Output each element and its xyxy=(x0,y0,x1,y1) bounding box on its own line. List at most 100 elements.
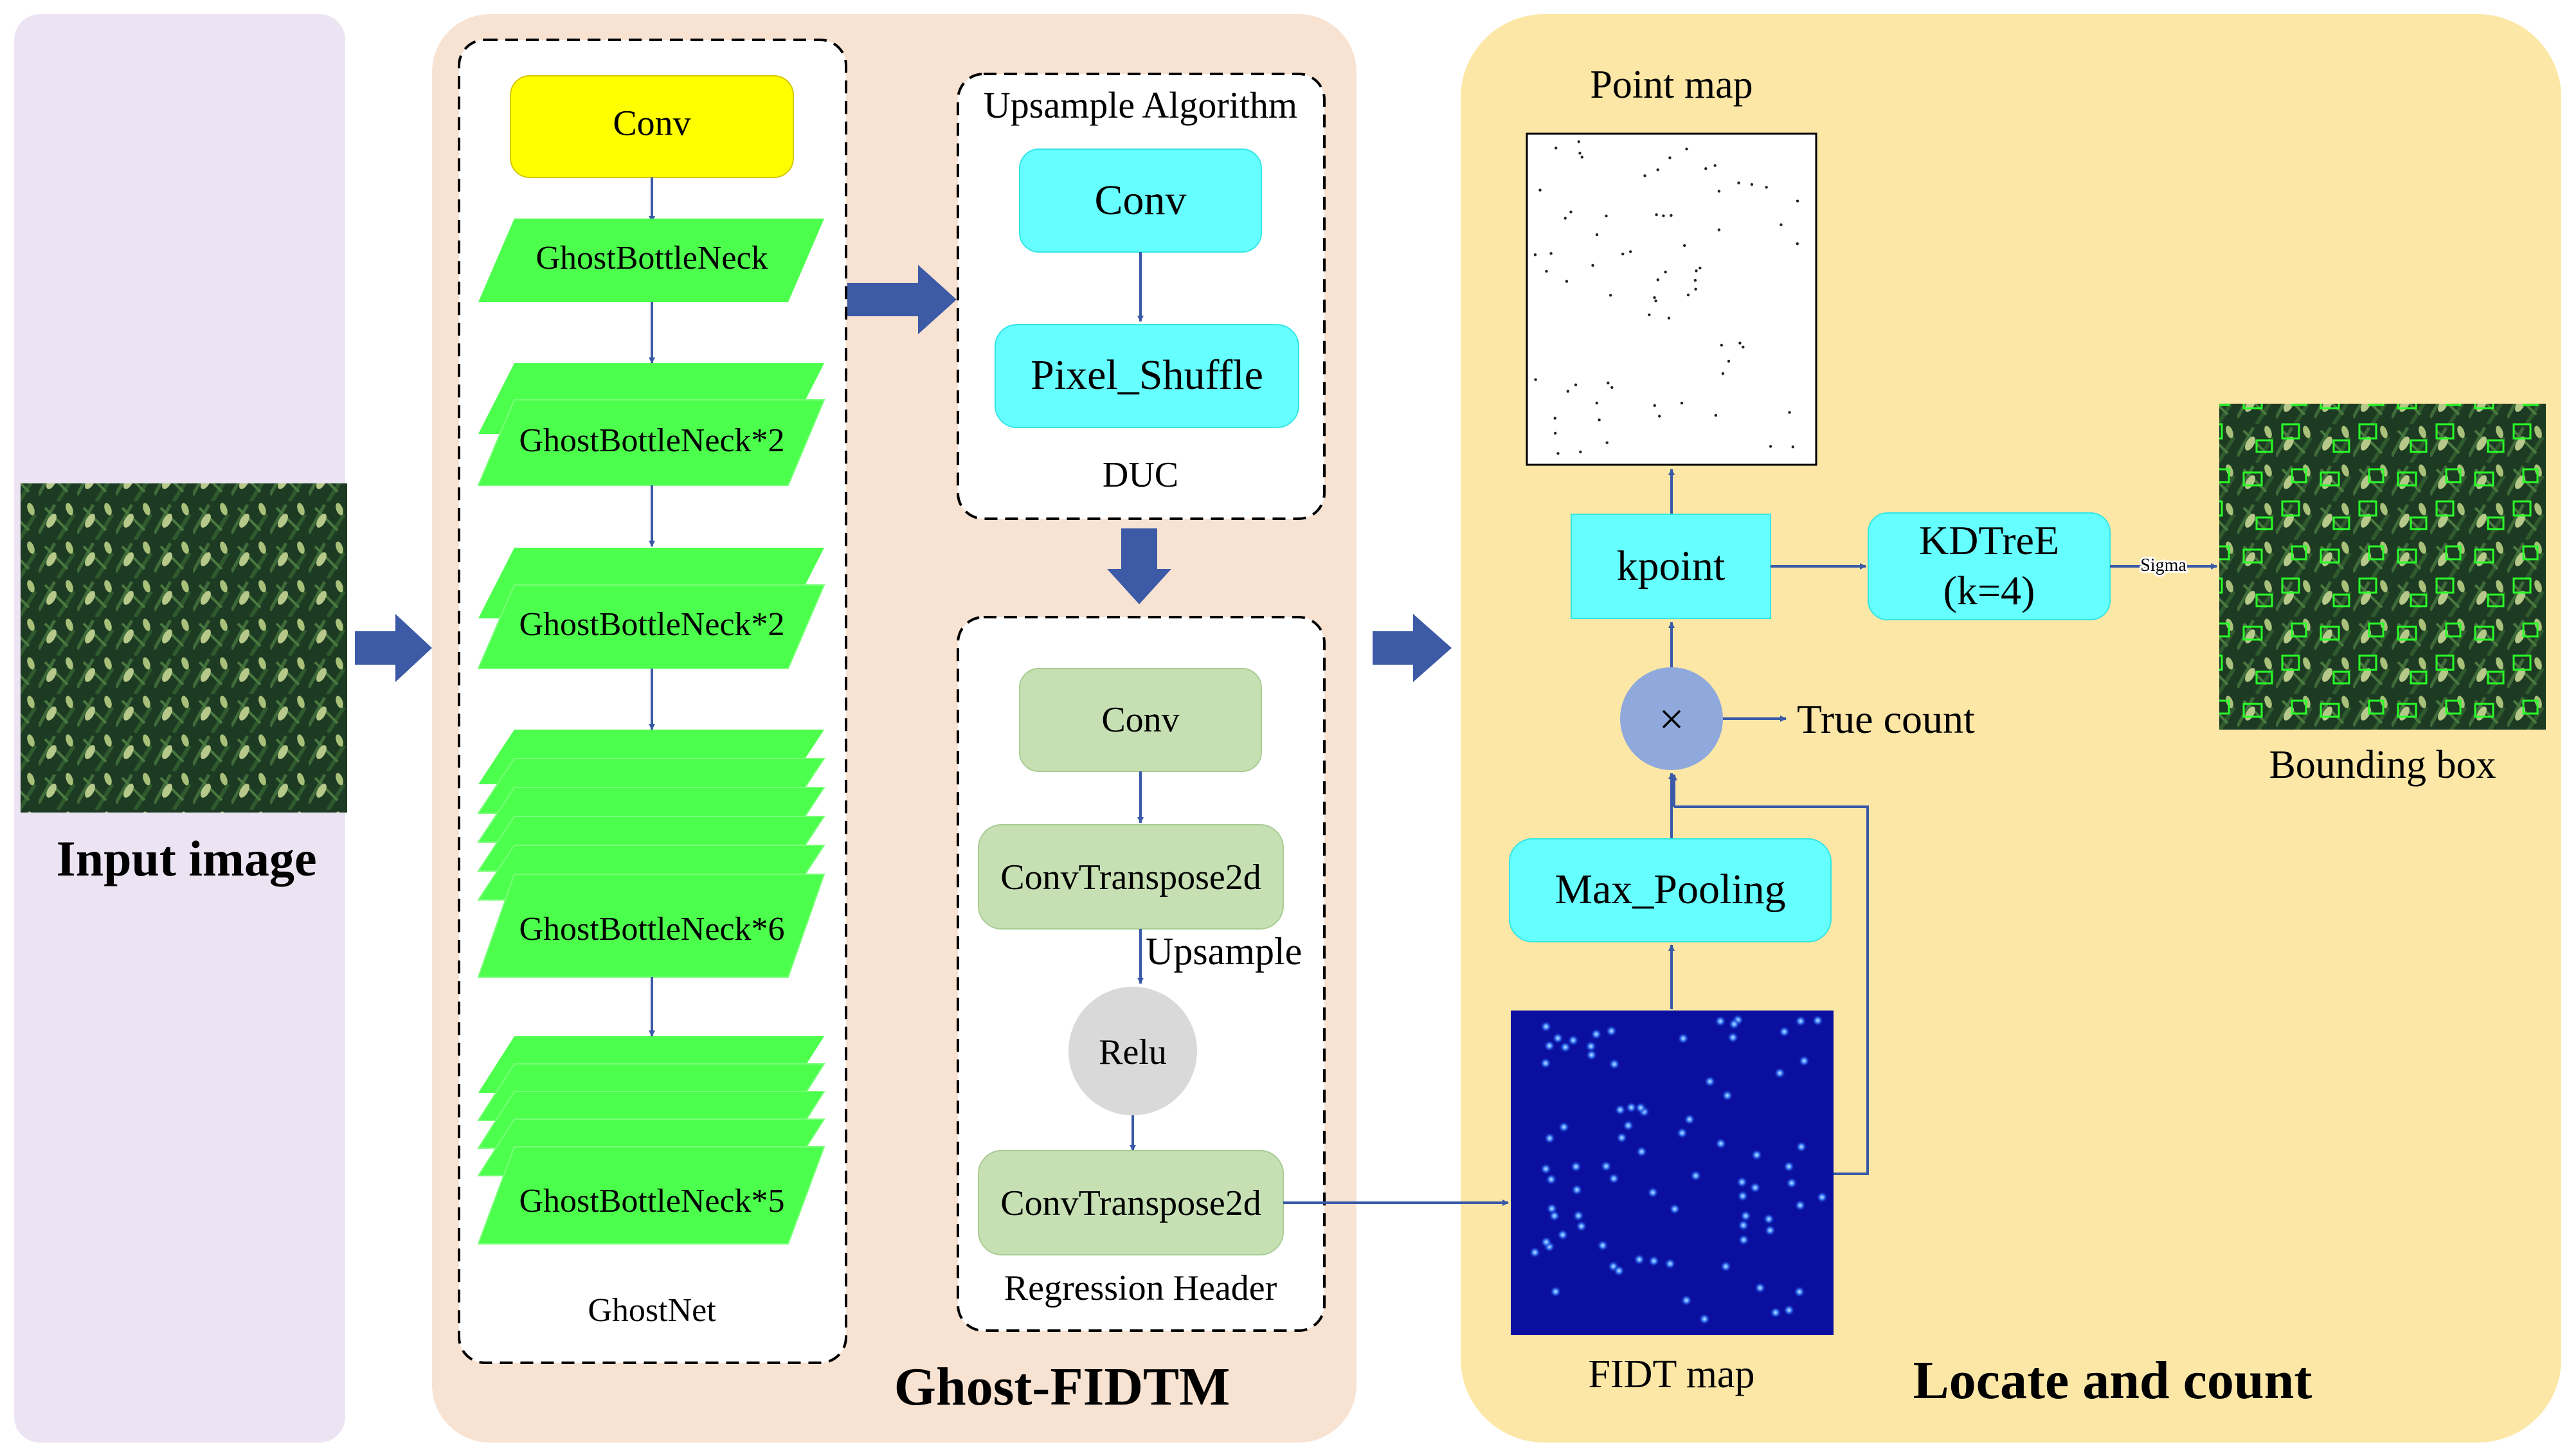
fidt-map-dot xyxy=(1544,1039,1556,1052)
fidt-map-dot xyxy=(1571,1183,1583,1196)
fidt-map-dot xyxy=(1778,1025,1790,1038)
point-map-dot xyxy=(1656,278,1659,282)
point-map-dot xyxy=(1699,266,1702,270)
fidt-map-dot xyxy=(1635,1102,1646,1114)
point-map-dot xyxy=(1578,152,1582,155)
fidt-map-dot xyxy=(1669,1203,1681,1215)
point-map-dot xyxy=(1580,156,1583,159)
sigma-label: Sigma xyxy=(2140,555,2186,575)
ghostnet-conv-label: Conv xyxy=(613,103,690,143)
relu-node xyxy=(1068,987,1197,1115)
point-map-dot xyxy=(1791,445,1794,449)
point-map-dot xyxy=(1653,404,1656,407)
max-pooling-block xyxy=(1509,838,1832,942)
fidt-map-dot xyxy=(1677,1032,1690,1045)
fidt-map-dot xyxy=(1715,1138,1727,1149)
point-map-dot xyxy=(1605,214,1608,218)
wheat-field-image-icon xyxy=(21,483,347,813)
convtranspose-1-block xyxy=(978,824,1284,930)
point-map-dot xyxy=(1605,441,1609,444)
point-map-dot xyxy=(1693,278,1697,282)
locate-count-title: Locate and count xyxy=(1913,1351,2312,1410)
fidt-map-dot xyxy=(1625,1101,1637,1113)
point-map-dot xyxy=(1664,271,1667,274)
fidt-map-dot xyxy=(1749,1182,1762,1194)
ghost-bottleneck-5-stack xyxy=(477,1036,825,1245)
point-map-dot xyxy=(1796,242,1799,246)
fidt-map-dot xyxy=(1812,1014,1824,1027)
fidt-map-dot xyxy=(1740,1210,1752,1222)
fidt-map-dot xyxy=(1613,1264,1625,1277)
relu-label: Relu xyxy=(1099,1032,1167,1072)
point-map-dot xyxy=(1538,188,1542,192)
point-map-dot xyxy=(1737,181,1740,184)
point-map-dot xyxy=(1796,199,1799,202)
point-map-label: Point map xyxy=(1590,63,1753,107)
fidt-map-dot xyxy=(1616,1131,1628,1144)
point-map-dot xyxy=(1595,233,1599,237)
point-map-dot xyxy=(1545,269,1548,273)
point-map-dot xyxy=(1598,418,1601,422)
fidt-map-dot xyxy=(1816,1191,1828,1203)
point-map-dot xyxy=(1788,411,1791,414)
point-map-dot xyxy=(1556,452,1560,455)
fidt-map-dot xyxy=(1699,1313,1711,1325)
fidt-map-dot xyxy=(1783,1160,1795,1173)
point-map-dot xyxy=(1668,156,1672,159)
point-map-dot xyxy=(1714,413,1718,417)
fidt-map-dot xyxy=(1783,1304,1795,1317)
ghost-bottleneck-1-block xyxy=(478,219,824,302)
ghost-bottleneck-2b-label: GhostBottleNeck*2 xyxy=(519,606,784,643)
kpoint-label: kpoint xyxy=(1617,543,1726,589)
point-map-dot xyxy=(1533,253,1537,256)
fidt-map-dot xyxy=(1798,1055,1810,1067)
point-map-dot xyxy=(1564,217,1567,220)
fidt-map-dot xyxy=(1736,1176,1748,1188)
point-map-dot xyxy=(1648,313,1651,316)
point-map-dot xyxy=(1643,174,1646,177)
fidt-map-dot xyxy=(1540,1163,1552,1175)
point-map-dot xyxy=(1685,147,1688,150)
point-map-dot xyxy=(1566,390,1569,393)
point-map-dot xyxy=(1717,190,1721,193)
point-map-dot xyxy=(1742,345,1745,349)
duc-conv-label: Conv xyxy=(1094,177,1186,224)
point-map-dot xyxy=(1595,401,1598,405)
point-map-dot xyxy=(1655,213,1658,217)
fidt-map-dot xyxy=(1648,1255,1660,1267)
fidt-map-dot xyxy=(1540,1236,1553,1248)
fidt-map-dot xyxy=(1622,1119,1634,1131)
fidt-map-dot xyxy=(1559,1041,1571,1054)
point-map-dot xyxy=(1607,381,1610,384)
point-map-dot xyxy=(1621,253,1625,256)
fidt-map-dot xyxy=(1614,1104,1627,1116)
fidt-map-dot xyxy=(1736,1190,1749,1202)
point-map-dot xyxy=(1653,296,1656,300)
fidt-map-dot xyxy=(1785,1177,1798,1189)
true-count-label: True count xyxy=(1797,696,1975,742)
point-map-dot xyxy=(1683,244,1686,247)
fidt-map-dot xyxy=(1597,1239,1609,1252)
fidt-map-dot xyxy=(1664,1257,1676,1270)
fidt-map-dot xyxy=(1737,1219,1749,1232)
ghost-bottleneck-6-label: GhostBottleNeck*6 xyxy=(519,911,784,948)
fidt-map-dot xyxy=(1545,1173,1557,1185)
ghost-bottleneck-5-label: GhostBottleNeck*5 xyxy=(519,1183,784,1219)
multiply-symbol: × xyxy=(1659,695,1684,744)
input-image-label: Input image xyxy=(56,831,316,886)
point-map-dot xyxy=(1738,341,1742,345)
fidt-map-dot xyxy=(1681,1294,1693,1306)
point-map-dot xyxy=(1680,401,1684,405)
point-map-dot xyxy=(1555,147,1558,150)
fidt-map-dot xyxy=(1552,1032,1564,1044)
fidt-map-dot xyxy=(1769,1306,1781,1318)
ghost-bottleneck-2a-stack xyxy=(477,363,825,486)
fidt-map-dot xyxy=(1600,1160,1612,1173)
ghost-bottleneck-1-label: GhostBottleNeck xyxy=(536,240,768,276)
point-map-dot xyxy=(1553,417,1556,420)
point-map-dot xyxy=(1780,223,1783,226)
point-map-dot xyxy=(1667,316,1671,319)
fidt-map-dot xyxy=(1549,1286,1562,1298)
fidt-map-dot xyxy=(1774,1067,1786,1079)
point-map-dot xyxy=(1579,450,1582,454)
